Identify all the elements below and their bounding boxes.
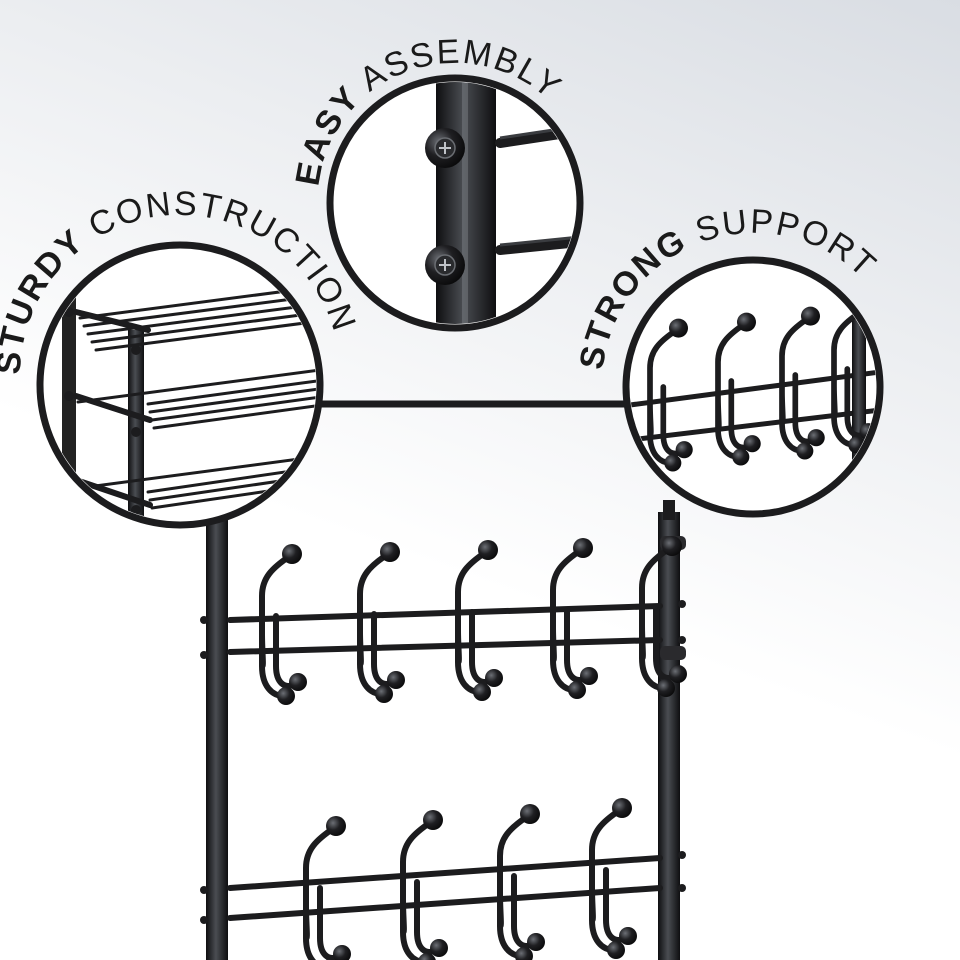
hook-knob	[485, 669, 503, 687]
hook-knob	[515, 947, 533, 960]
coat-hook	[303, 816, 351, 960]
hook-knob	[527, 933, 545, 951]
hook-knob	[520, 804, 540, 824]
strong-detail-circle: STRONG SUPPORT	[573, 203, 884, 518]
hook-knob	[326, 816, 346, 836]
hook-knob	[737, 312, 756, 332]
right-pole	[658, 512, 680, 960]
sturdy-detail-circle: STURDY CONSTRUCTION	[0, 185, 362, 529]
hook-knob	[675, 441, 693, 459]
hook-knob	[732, 448, 750, 466]
hook-knob	[612, 798, 632, 818]
hook-knob	[807, 429, 825, 447]
hook-knob	[423, 810, 443, 830]
lower-rail-top	[227, 855, 663, 891]
assembly-screw-icon	[425, 128, 465, 168]
hook-knob	[289, 673, 307, 691]
upper-hook-row	[259, 536, 687, 705]
hook-knob	[478, 540, 498, 560]
hook-knob	[662, 536, 682, 556]
hook-knob	[473, 683, 491, 701]
hook-knob	[669, 665, 687, 683]
coat-hook	[259, 544, 307, 705]
coat-hook	[647, 318, 693, 472]
hook-knob	[333, 945, 351, 960]
hook-knob	[801, 306, 820, 326]
coat-hook	[357, 542, 405, 703]
coat-hook	[455, 540, 503, 701]
hook-knob	[619, 927, 637, 945]
hook-knob	[573, 538, 593, 558]
coat-hook	[550, 538, 598, 699]
hook-knob	[375, 685, 393, 703]
coat-hook	[779, 306, 825, 460]
coat-hook	[400, 810, 448, 960]
left-pole	[206, 512, 228, 960]
hook-knob	[580, 667, 598, 685]
easy-detail-circle: EASY ASSEMBLY	[289, 33, 584, 332]
hook-knob	[664, 454, 682, 472]
coat-hook	[589, 798, 637, 959]
hook-knob	[657, 679, 675, 697]
hook-knob	[387, 671, 405, 689]
rack-frame	[200, 400, 686, 960]
assembly-screw-icon	[425, 245, 465, 285]
hook-knob	[796, 442, 814, 460]
hook-knob	[380, 542, 400, 562]
lower-hook-row	[303, 798, 637, 960]
hook-knob	[282, 544, 302, 564]
hook-knob	[430, 939, 448, 957]
hook-knob	[277, 687, 295, 705]
upper-rail-top	[227, 603, 663, 623]
hook-knob	[669, 318, 688, 338]
lower-rail-bottom	[227, 885, 663, 921]
coat-hook	[639, 536, 687, 697]
hook-knob	[568, 681, 586, 699]
coat-hook	[497, 804, 545, 960]
hook-knob	[607, 941, 625, 959]
upper-rail-bottom	[227, 637, 663, 655]
hook-knob	[418, 953, 436, 960]
hook-knob	[743, 435, 761, 453]
coat-hook	[715, 312, 761, 466]
